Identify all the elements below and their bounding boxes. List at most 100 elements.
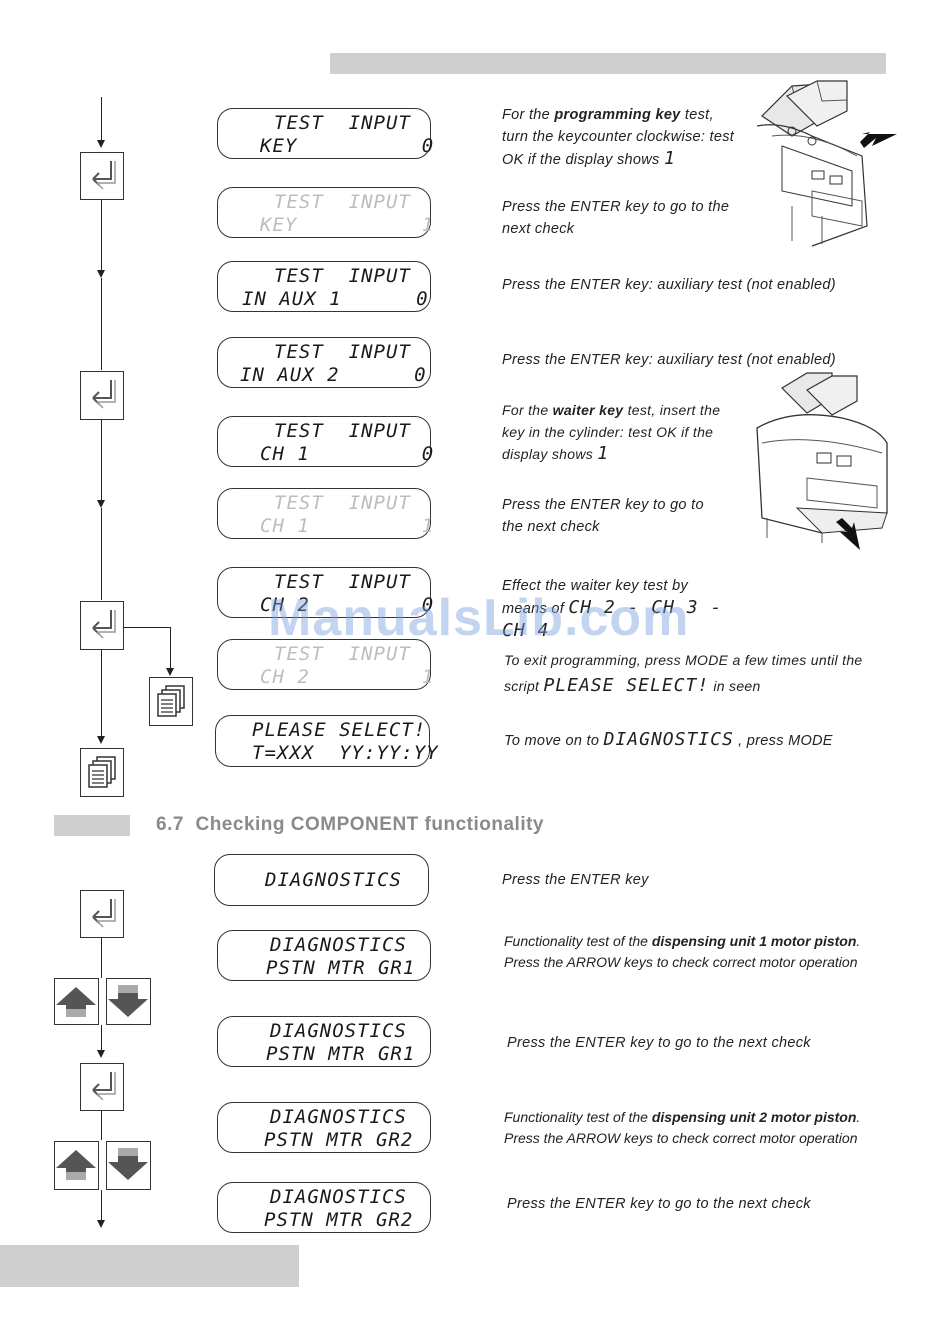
lcd-line1: TEST INPUT xyxy=(274,191,411,213)
lcd-line2: IN AUX 2 0 xyxy=(240,364,427,386)
flow-line xyxy=(101,508,102,600)
lcd-line2: T=XXX YY:YY:YY xyxy=(252,742,439,764)
lcd-display: DIAGNOSTICS PSTN MTR GR2 xyxy=(217,1102,431,1153)
desc-text: For the xyxy=(502,402,553,418)
watermark: ManualsLib.com xyxy=(268,589,690,647)
section-tab xyxy=(54,815,130,836)
arrow-up-key-icon xyxy=(54,1141,99,1190)
desc-enter-next: Press the ENTER key to go to the next ch… xyxy=(502,199,730,237)
desc-gr2: Functionality test of the dispensing uni… xyxy=(504,1107,888,1149)
lcd-line2: CH 1 1 xyxy=(260,515,435,537)
lcd-display: DIAGNOSTICS PSTN MTR GR1 xyxy=(217,1016,431,1067)
header-bar xyxy=(330,53,886,74)
desc-text: For the xyxy=(502,107,555,123)
flow-branch xyxy=(124,627,170,628)
desc-text: Functionality test of the xyxy=(504,933,652,949)
section-number: 6.7 xyxy=(156,814,184,835)
desc-aux2: Press the ENTER key: auxiliary test (not… xyxy=(502,352,836,368)
footer-bar xyxy=(0,1245,299,1287)
flow-arrow xyxy=(97,1050,105,1058)
lcd-line1: DIAGNOSTICS xyxy=(270,1020,407,1042)
desc-bold: dispensing unit 2 motor piston xyxy=(651,1109,857,1125)
machine-illustration-bottom xyxy=(752,368,902,553)
arrow-down-key-icon xyxy=(106,978,151,1025)
enter-key-icon xyxy=(80,152,124,200)
lcd-line2: PSTN MTR GR2 xyxy=(264,1209,414,1231)
desc-lcd-text: CH 2 - CH 3 - CH 4 xyxy=(502,597,723,641)
flow-line xyxy=(101,650,102,738)
lcd-line2: IN AUX 1 0 xyxy=(242,288,429,310)
lcd-line1: DIAGNOSTICS xyxy=(270,1186,407,1208)
mode-key-icon xyxy=(149,677,193,726)
lcd-line1: TEST INPUT xyxy=(274,643,411,665)
flow-line xyxy=(101,200,102,272)
lcd-display: TEST INPUT IN AUX 1 0 xyxy=(217,261,431,312)
lcd-line1: PLEASE SELECT! xyxy=(252,719,427,741)
lcd-line1: TEST INPUT xyxy=(274,341,411,363)
lcd-display: DIAGNOSTICS PSTN MTR GR2 xyxy=(217,1182,431,1233)
desc-text: To exit programming, press MODE a few ti… xyxy=(504,652,863,694)
desc-lcd-text: 1 xyxy=(663,148,676,169)
desc-enter-next: Press the ENTER key to go to the next ch… xyxy=(502,497,704,535)
desc-programming-key: For the programming key test, turn the k… xyxy=(502,104,742,171)
arrow-up-key-icon xyxy=(54,978,99,1025)
lcd-line2: KEY 0 xyxy=(260,135,435,157)
desc-text: To move on to xyxy=(504,733,604,749)
desc-lcd-text: 1 xyxy=(597,443,610,464)
lcd-line1: TEST INPUT xyxy=(274,571,411,593)
lcd-line1: TEST INPUT xyxy=(274,265,411,287)
desc-bold: waiter key xyxy=(552,402,624,418)
flow-line xyxy=(170,627,171,669)
enter-key-icon xyxy=(80,601,124,650)
lcd-line1: DIAGNOSTICS xyxy=(270,934,407,956)
lcd-line2: PSTN MTR GR1 xyxy=(266,957,416,979)
desc-waiter-key: For the waiter key test, insert the key … xyxy=(502,399,738,465)
desc-text: test, turn the keycounter clockwise: tes… xyxy=(502,107,735,168)
lcd-line2: CH 2 0 xyxy=(260,594,435,616)
desc-lcd-text: DIAGNOSTICS xyxy=(603,729,734,750)
enter-key-icon xyxy=(80,890,124,938)
desc-gr1-next: Press the ENTER key to go to the next ch… xyxy=(507,1035,811,1051)
desc-text: test, insert the key in the cylinder: te… xyxy=(502,402,721,462)
desc-lcd-text: PLEASE SELECT! xyxy=(543,675,710,696)
flow-arrow xyxy=(166,668,174,676)
enter-key-icon xyxy=(80,1063,124,1111)
desc-text: Effect the waiter key test by means of xyxy=(502,578,688,617)
desc-diag-enter: Press the ENTER key xyxy=(502,872,649,888)
desc-text: Functionality test of the xyxy=(504,1109,652,1125)
lcd-display: TEST INPUT KEY 1 xyxy=(217,187,435,238)
desc-aux1: Press the ENTER key: auxiliary test (not… xyxy=(502,277,836,293)
lcd-line1: DIAGNOSTICS xyxy=(265,869,402,891)
lcd-line2: PSTN MTR GR2 xyxy=(264,1129,414,1151)
flow-line xyxy=(101,278,102,370)
lcd-line1: TEST INPUT xyxy=(274,492,411,514)
lcd-display: TEST INPUT CH 1 0 xyxy=(217,416,433,467)
mode-key-icon xyxy=(80,748,124,797)
desc-text: . Press the ARROW keys to check correct … xyxy=(504,933,861,970)
lcd-line2: KEY 1 xyxy=(260,214,435,236)
desc-exit: To exit programming, press MODE a few ti… xyxy=(504,647,886,699)
machine-illustration-top xyxy=(752,76,902,248)
desc-text: in seen xyxy=(709,678,761,694)
lcd-display: TEST INPUT CH 2 1 xyxy=(217,639,435,690)
lcd-display: PLEASE SELECT! T=XXX YY:YY:YY xyxy=(215,715,438,767)
desc-bold: programming key xyxy=(554,107,681,123)
flow-line xyxy=(101,97,102,145)
lcd-line1: DIAGNOSTICS xyxy=(270,1106,407,1128)
flow-arrow xyxy=(97,1220,105,1228)
lcd-line2: CH 2 1 xyxy=(260,666,435,688)
lcd-line1: TEST INPUT xyxy=(274,420,411,442)
flow-line xyxy=(101,938,102,978)
flow-arrow xyxy=(97,270,105,278)
arrow-down-key-icon xyxy=(106,1141,151,1190)
section-heading: Checking COMPONENT functionality xyxy=(195,814,545,835)
flow-line xyxy=(101,1190,102,1220)
lcd-display: DIAGNOSTICS xyxy=(214,854,429,906)
lcd-display: TEST INPUT IN AUX 2 0 xyxy=(217,337,431,388)
flow-arrow xyxy=(97,736,105,744)
desc-text: . Press the ARROW keys to check correct … xyxy=(504,1109,861,1146)
flow-line xyxy=(101,420,102,502)
lcd-line2: PSTN MTR GR1 xyxy=(266,1043,416,1065)
flow-line xyxy=(101,1025,102,1050)
lcd-display: TEST INPUT CH 1 1 xyxy=(217,488,435,539)
